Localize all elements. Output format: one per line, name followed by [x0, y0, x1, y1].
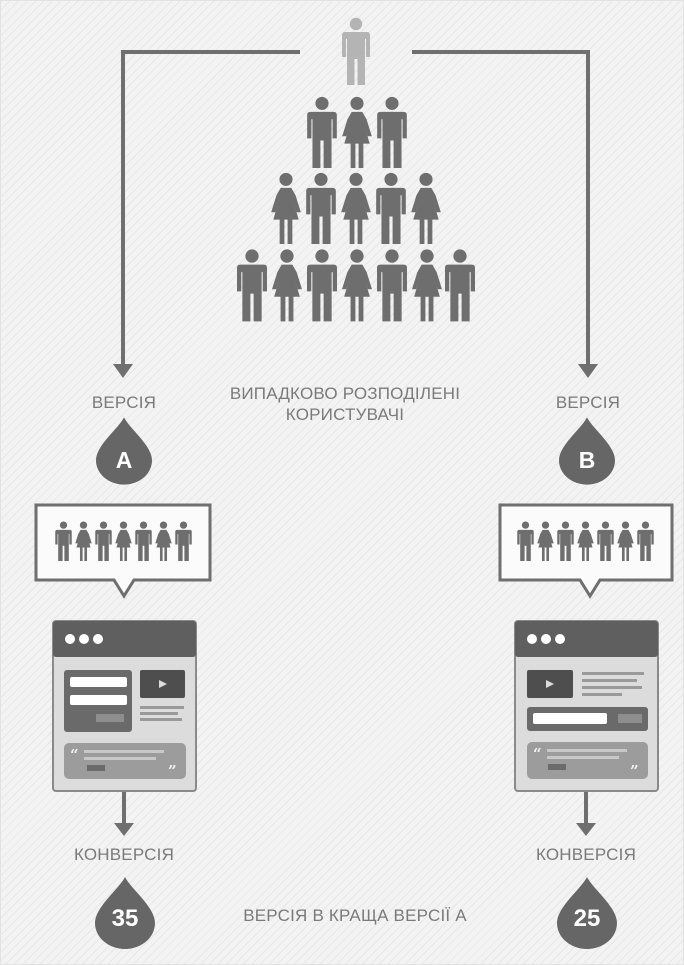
play-icon-a — [159, 680, 167, 688]
conversion-value-a: 35 — [111, 905, 139, 932]
random-users-caption: ВИПАДКОВО РОЗПОДІЛЕНІ КОРИСТУВАЧІ — [180, 383, 510, 425]
arrow-to-version-a — [121, 50, 300, 368]
conversion-arrows — [114, 792, 596, 836]
result-caption: ВЕРСІЯ В КРАЩА ВЕРСІЇ А — [243, 906, 467, 925]
web-page-mockup-icon-a: “ ” — [52, 620, 197, 792]
web-page-mockup-icon-b: “ ” — [514, 620, 659, 792]
user-group-bubble-a — [34, 503, 212, 599]
version-letter-a: A — [115, 447, 133, 473]
version-letter-b: B — [578, 447, 596, 473]
version-label-b: ВЕРСІЯ — [555, 393, 621, 412]
version-label-a: ВЕРСІЯ — [91, 393, 157, 412]
arrowhead-a — [113, 364, 133, 378]
quote-icon-b: “ — [533, 745, 542, 763]
play-icon-b — [546, 680, 554, 688]
user-pyramid-icon — [237, 96, 475, 322]
conversion-label-a: КОНВЕРСІЯ — [73, 845, 175, 864]
svg-text:”: ” — [168, 762, 177, 780]
top-person-icon — [342, 17, 370, 85]
conversion-value-b: 25 — [573, 905, 601, 932]
random-users-line-2: КОРИСТУВАЧІ — [285, 405, 405, 424]
arrow-to-version-b — [412, 50, 590, 368]
random-users-line-1: ВИПАДКОВО РОЗПОДІЛЕНІ — [229, 384, 461, 403]
quote-icon-a: “ — [70, 746, 79, 764]
svg-text:”: ” — [630, 762, 639, 780]
user-group-bubble-b — [498, 503, 674, 599]
arrowhead-b — [578, 364, 598, 378]
conversion-label-b: КОНВЕРСІЯ — [535, 845, 637, 864]
split-arrows — [121, 50, 590, 368]
